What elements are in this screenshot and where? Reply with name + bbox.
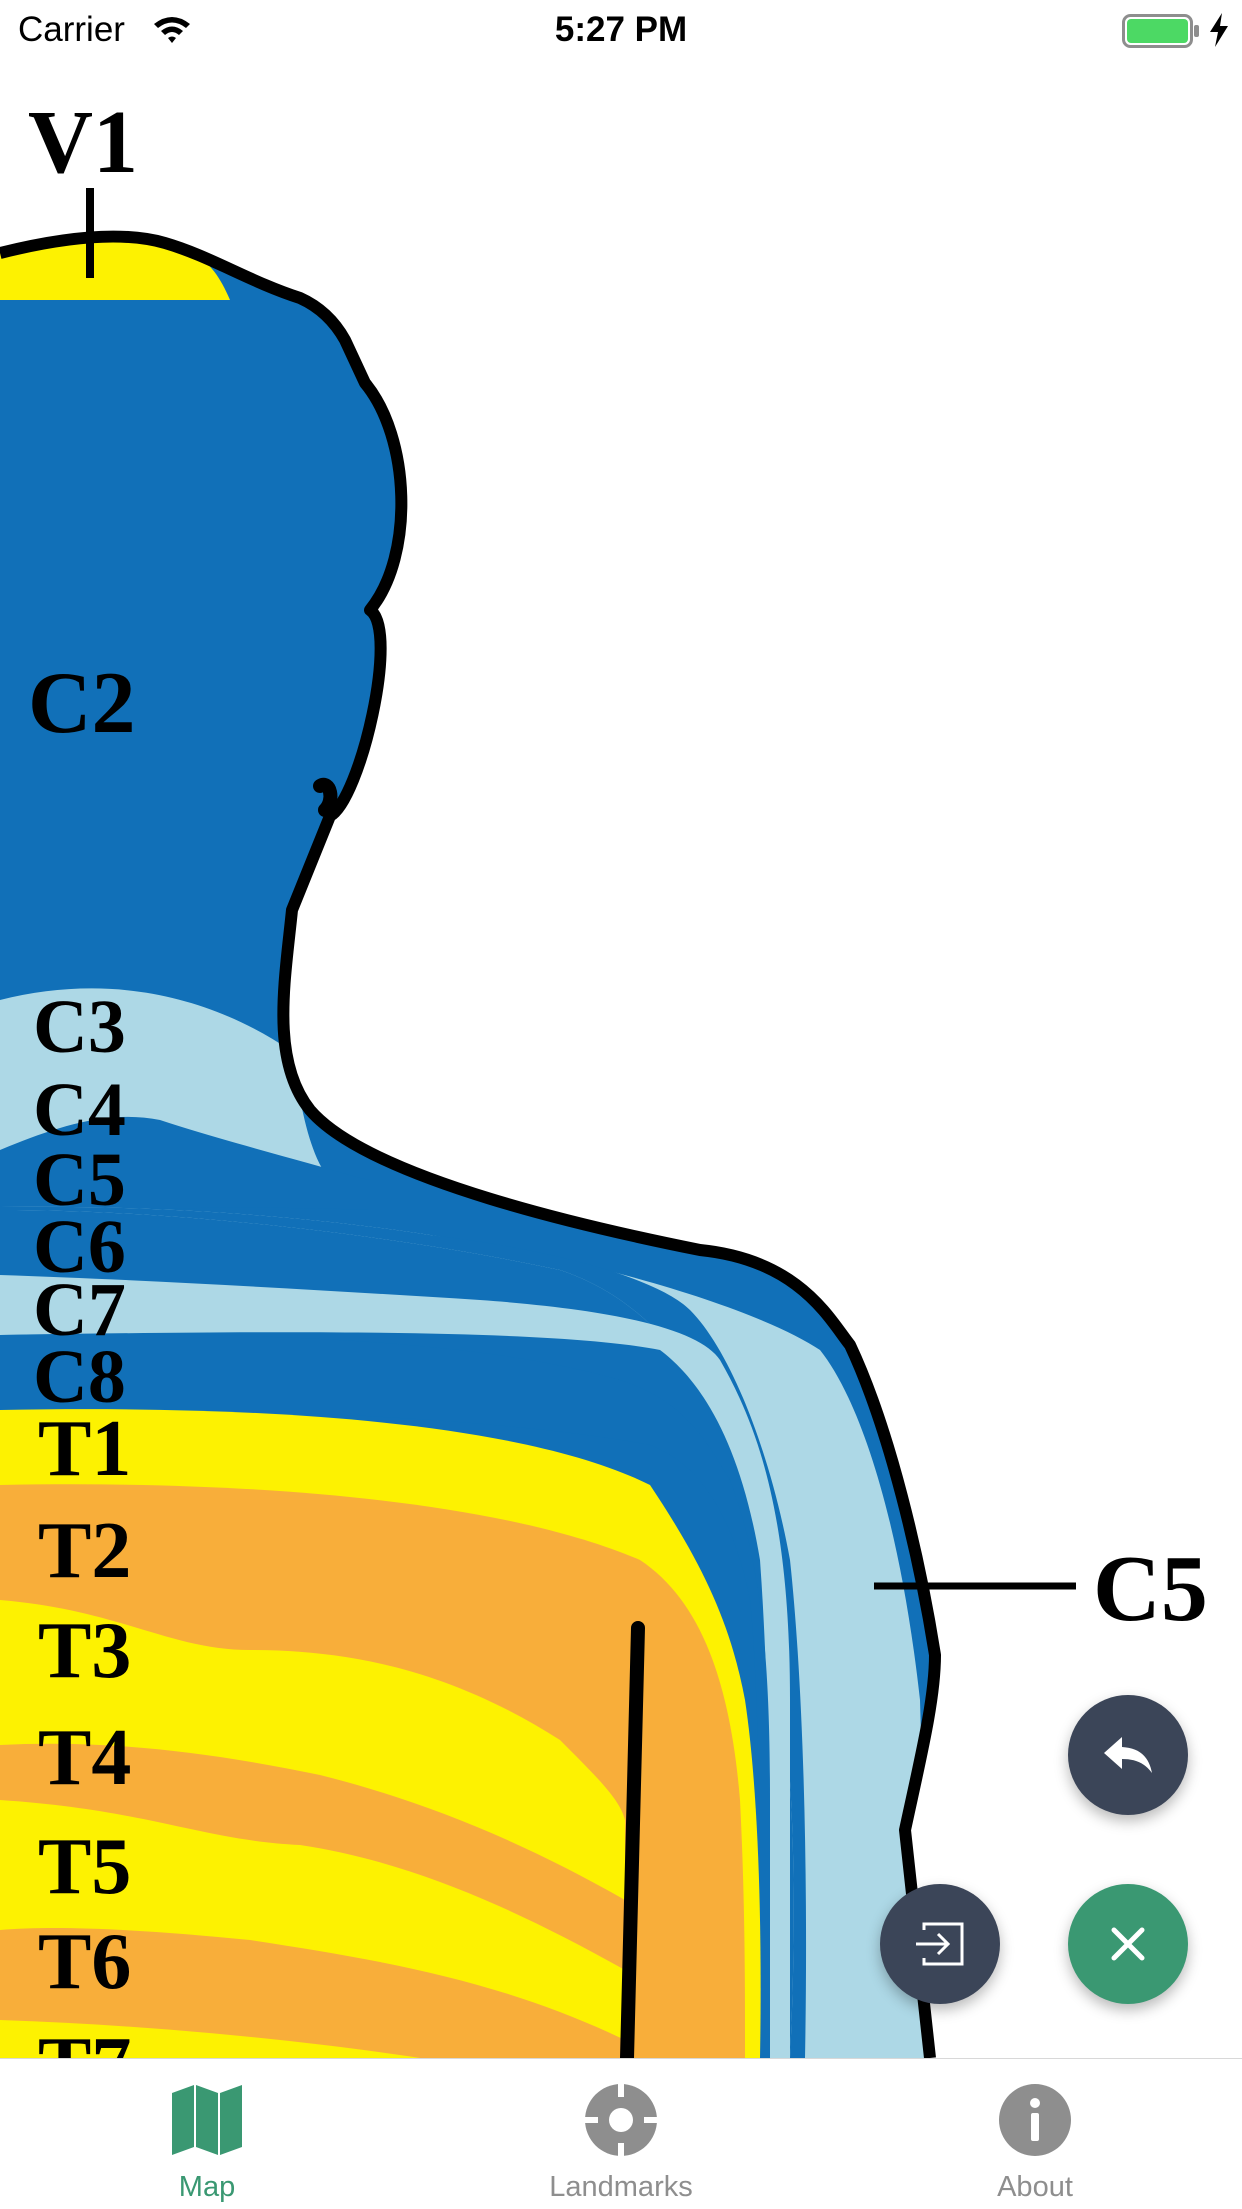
battery-icon	[1122, 14, 1199, 48]
carrier-label: Carrier	[18, 10, 125, 49]
exit-button[interactable]	[880, 1884, 1000, 2004]
body-outline	[0, 230, 941, 2058]
t3-dermatome[interactable]	[0, 1600, 625, 1900]
tab-bar: Map Landmarks About	[0, 2058, 1242, 2209]
label-c7: C7	[33, 1268, 126, 1352]
tab-about[interactable]: About	[828, 2059, 1242, 2209]
t5-dermatome[interactable]	[0, 1800, 625, 2040]
info-icon	[999, 2084, 1071, 2156]
c5-dermatome[interactable]	[0, 1206, 930, 2058]
label-c4: C4	[33, 1068, 126, 1152]
label-t6: T6	[38, 1918, 131, 2006]
label-t2: T2	[38, 1507, 131, 1595]
label-t1: T1	[38, 1405, 131, 1493]
map-icon	[172, 2085, 242, 2155]
dermatome-map[interactable]: V1 C2 C3 C4 C5 C6 C7 C8 T1 T2 T3 T4 T5 T…	[0, 60, 1242, 2058]
tab-landmarks[interactable]: Landmarks	[414, 2059, 828, 2209]
wifi-icon	[154, 17, 190, 43]
dermatome-map-canvas[interactable]: V1 C2 C3 C4 C5 C6 C7 C8 T1 T2 T3 T4 T5 T…	[0, 60, 1242, 2058]
label-v1: V1	[28, 93, 138, 192]
close-button[interactable]	[1068, 1884, 1188, 2004]
selected-dermatome-label: C5	[1093, 1537, 1208, 1641]
status-bar: Carrier 5:27 PM	[0, 0, 1242, 60]
label-c3: C3	[33, 985, 126, 1069]
t7-dermatome[interactable]	[0, 2020, 420, 2058]
ear-detail	[313, 778, 338, 817]
label-c5: C5	[33, 1138, 126, 1222]
label-c6: C6	[33, 1205, 126, 1289]
scapula-line	[620, 1621, 645, 2058]
tab-map-label: Map	[178, 2171, 236, 2203]
undo-icon	[1104, 1737, 1152, 1773]
label-c8: C8	[33, 1335, 126, 1419]
close-icon	[1111, 1927, 1145, 1961]
exit-icon	[916, 1922, 964, 1966]
charging-bolt-icon	[1210, 13, 1228, 47]
c8-dermatome[interactable]	[0, 1334, 770, 2058]
label-t5: T5	[38, 1823, 131, 1911]
c4-dermatome[interactable]	[0, 1116, 370, 1210]
label-t4: T4	[38, 1714, 131, 1802]
c7-dermatome[interactable]	[0, 1275, 790, 2058]
label-t3: T3	[38, 1607, 131, 1695]
tab-about-label: About	[997, 2171, 1073, 2203]
label-t7: T7	[38, 2022, 131, 2058]
clock: 5:27 PM	[554, 10, 688, 49]
undo-button[interactable]	[1068, 1695, 1188, 1815]
label-c2: C2	[28, 655, 136, 752]
tab-landmarks-label: Landmarks	[549, 2171, 693, 2203]
crosshair-icon	[584, 2083, 658, 2157]
tab-map[interactable]: Map	[0, 2059, 414, 2209]
